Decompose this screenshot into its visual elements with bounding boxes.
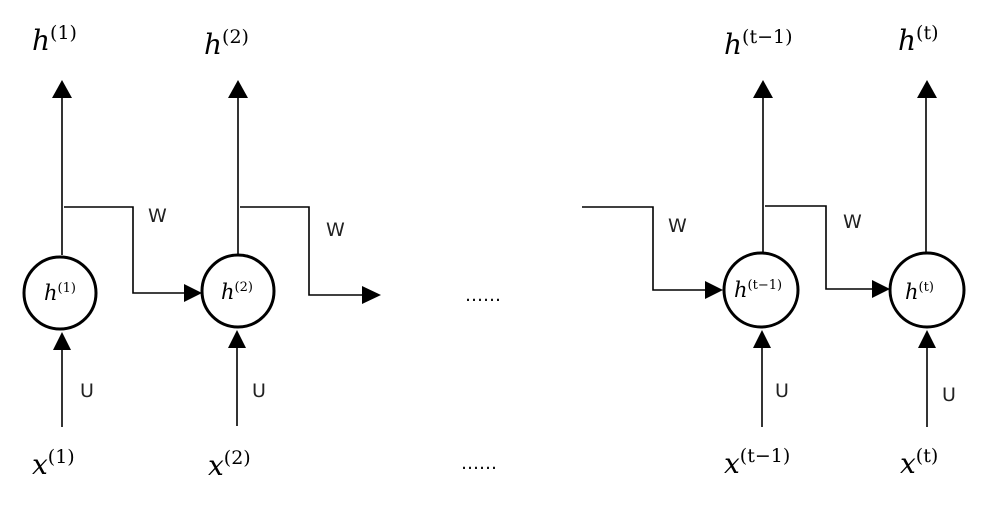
input-label-x2: x(2) <box>208 447 251 482</box>
timestep-t: h(t) h(t) U x(t) <box>888 22 966 480</box>
input-weight-label-1: U <box>80 380 94 402</box>
output-label-ht: h(t) <box>898 22 939 57</box>
recurrent-arrowhead-2-next <box>362 286 381 304</box>
hidden-node-1 <box>22 255 98 331</box>
input-weight-label-t: U <box>942 384 956 406</box>
recurrent-connector-2-next <box>240 206 362 296</box>
output-arrowhead-2 <box>228 80 248 98</box>
recurrent-arrowhead-prev-tminus1 <box>705 281 723 299</box>
output-arrowhead-tminus1 <box>753 80 773 98</box>
timestep-1: h(1) h(1) U x(1) W <box>22 22 202 481</box>
output-label-h2: h(2) <box>204 26 249 61</box>
ellipsis-bottom: …… <box>461 453 497 474</box>
output-arrowhead-t <box>917 80 937 98</box>
output-label-h1: h(1) <box>32 22 77 57</box>
input-label-x1: x(1) <box>32 446 75 481</box>
recurrent-arrowhead-1-2 <box>184 284 202 302</box>
node-label-ht: h(t) <box>905 280 934 304</box>
recurrent-weight-label-1: W <box>148 205 167 227</box>
recurrent-weight-label-2: W <box>326 219 345 241</box>
hidden-node-tminus1 <box>722 251 800 329</box>
node-label-h1: h(1) <box>44 281 76 305</box>
recurrent-connector-prev-tminus1 <box>582 206 705 291</box>
input-arrowhead-tminus1 <box>753 330 771 348</box>
output-arrowhead-1 <box>52 80 72 98</box>
recurrent-arrowhead-tminus1-t <box>872 280 890 298</box>
recurrent-weight-label-in-tminus1: W <box>668 215 687 237</box>
hidden-node-2 <box>200 253 276 329</box>
timestep-t-minus-1: W h(t−1) h(t−1) U x(t−1) W <box>582 26 890 480</box>
timestep-2: h(2) h(2) U x(2) W <box>200 26 381 482</box>
ellipsis-middle: …… <box>465 285 501 306</box>
input-weight-label-2: U <box>252 380 266 402</box>
input-arrowhead-1 <box>53 332 71 350</box>
node-label-h2: h(2) <box>221 280 253 304</box>
recurrent-weight-label-tminus1: W <box>843 211 862 233</box>
input-arrowhead-t <box>918 330 936 348</box>
input-label-xtminus1: x(t−1) <box>724 445 790 480</box>
input-arrowhead-2 <box>228 330 246 348</box>
node-label-htminus1: h(t−1) <box>734 278 782 302</box>
input-label-xt: x(t) <box>900 445 938 480</box>
hidden-node-t <box>888 251 966 329</box>
recurrent-connector-1-2 <box>64 206 184 294</box>
input-weight-label-tminus1: U <box>775 380 789 402</box>
recurrent-connector-tminus1-t <box>765 205 872 290</box>
output-label-htminus1: h(t−1) <box>724 26 793 61</box>
